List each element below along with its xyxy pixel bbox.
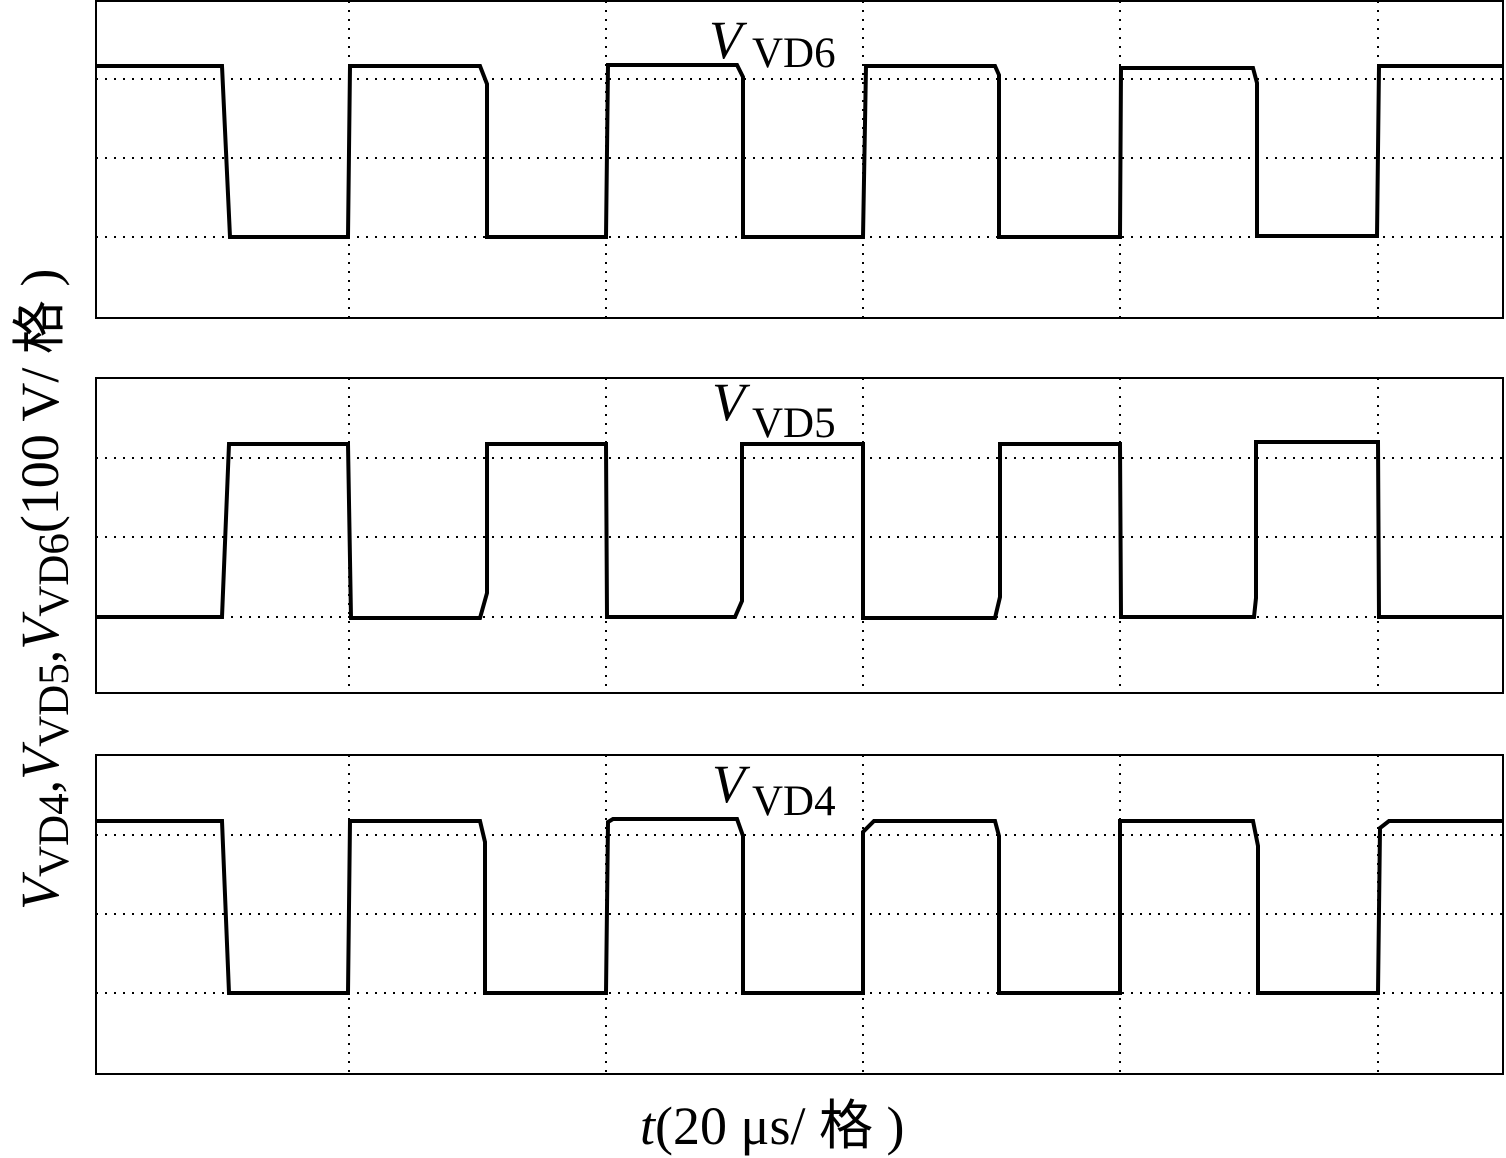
ylabel-sep1: ,: [10, 780, 70, 794]
x-axis-label: t(20 μs/ 格 ): [640, 1096, 904, 1156]
panel-vd4: V VD4: [95, 754, 1504, 1075]
ylabel-v2: V: [10, 741, 70, 780]
ylabel-sep2: ,: [10, 650, 70, 664]
panel-vd5-frame: [95, 377, 1504, 694]
series-vd6-trace: [96, 63, 1503, 239]
panel-vd5-grid: [96, 378, 1503, 693]
series-vd4-label-sub: VD4: [752, 778, 836, 825]
y-axis-label: VVD4,VVD5,VVD6(100 V/ 格 ): [10, 269, 78, 910]
panel-vd6-frame: [95, 0, 1504, 319]
series-vd5-label-sub: VD5: [752, 400, 836, 447]
xlabel-unit: (20 μs/ 格 ): [655, 1096, 904, 1156]
series-vd6-label-main: V: [709, 10, 748, 70]
svg-text:VVD4,VVD5,VVD6(100 V/ 格 ): VVD4,VVD5,VVD6(100 V/ 格 ): [10, 269, 78, 910]
series-vd6-label-sub: VD6: [752, 30, 836, 77]
panel-vd6: V VD6: [95, 0, 1504, 319]
series-vd5-label-main: V: [712, 372, 751, 432]
series-vd5-trace: [96, 440, 1503, 620]
series-vd4-trace: [96, 817, 1503, 995]
series-vd4-label-main: V: [712, 754, 751, 814]
ylabel-v1: V: [10, 871, 70, 910]
ylabel-unit: (100 V/ 格 ): [10, 269, 70, 534]
ylabel-vd4: VD4: [31, 793, 78, 877]
ylabel-vd6: VD6: [31, 533, 78, 617]
ylabel-vd5: VD5: [31, 663, 78, 747]
panel-vd5: V VD5: [95, 372, 1504, 694]
ylabel-v3: V: [10, 611, 70, 650]
xlabel-var: t: [640, 1096, 657, 1156]
